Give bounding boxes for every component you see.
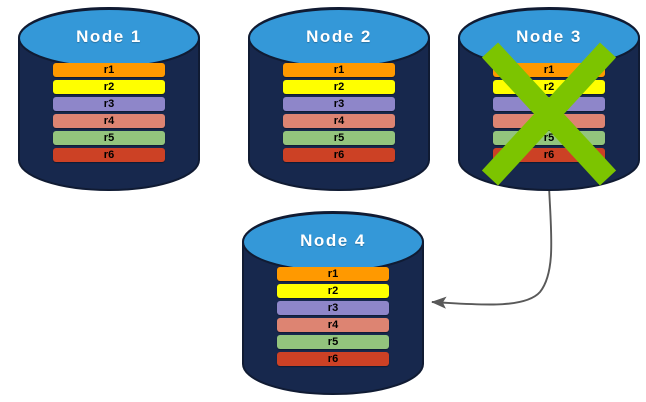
replica-row-list: r1 r2 r3 r4 r5 r6	[242, 267, 424, 369]
replica-row[interactable]: r1	[277, 267, 389, 281]
replication-arrow-path	[431, 185, 553, 309]
replica-row-label: r5	[103, 132, 115, 144]
replica-row[interactable]: r6	[277, 352, 389, 366]
replica-row[interactable]: r2	[283, 80, 395, 94]
replica-row-label: r3	[327, 302, 339, 314]
replica-row-label: r1	[543, 64, 555, 76]
replica-row[interactable]: r3	[277, 301, 389, 315]
replica-row[interactable]: r2	[493, 80, 605, 94]
replica-row-label: r1	[333, 64, 345, 76]
replica-row[interactable]: r6	[493, 148, 605, 162]
replica-row[interactable]: r5	[277, 335, 389, 349]
replica-row-label: r6	[543, 149, 555, 161]
replica-row[interactable]: r1	[53, 63, 165, 77]
replica-row[interactable]: r3	[53, 97, 165, 111]
replica-row[interactable]: r6	[53, 148, 165, 162]
replica-row[interactable]: r5	[493, 131, 605, 145]
replica-row-label: r2	[103, 81, 115, 93]
replica-row-label: r1	[327, 268, 339, 280]
replica-row-label: r4	[327, 319, 339, 331]
replica-row-label: r3	[333, 98, 345, 110]
replica-row[interactable]: r6	[283, 148, 395, 162]
replica-row-list: r1 r2 r3 r4 r5 r6	[18, 63, 200, 165]
cylinder-top-ellipse	[18, 8, 200, 68]
replica-row-label: r3	[543, 98, 555, 110]
replica-row[interactable]: r4	[277, 318, 389, 332]
replica-row[interactable]: r1	[493, 63, 605, 77]
replica-row-list: r1 r2 r3 r4 r5 r6	[248, 63, 430, 165]
cylinder-top-ellipse	[458, 8, 640, 68]
replica-row-label: r2	[333, 81, 345, 93]
replica-row[interactable]: r5	[53, 131, 165, 145]
cylinder-top-ellipse	[242, 212, 424, 272]
replica-row[interactable]: r3	[493, 97, 605, 111]
replica-row[interactable]: r2	[53, 80, 165, 94]
replica-row[interactable]: r4	[493, 114, 605, 128]
replica-row-label: r6	[327, 353, 339, 365]
replica-row[interactable]: r4	[283, 114, 395, 128]
replica-row[interactable]: r1	[283, 63, 395, 77]
replica-row-label: r2	[543, 81, 555, 93]
replica-row[interactable]: r2	[277, 284, 389, 298]
replica-row-label: r3	[103, 98, 115, 110]
replica-row-label: r4	[103, 115, 115, 127]
replica-row[interactable]: r4	[53, 114, 165, 128]
replica-row[interactable]: r5	[283, 131, 395, 145]
replica-row[interactable]: r3	[283, 97, 395, 111]
replica-row-label: r4	[333, 115, 345, 127]
replica-row-label: r5	[333, 132, 345, 144]
replica-row-list: r1 r2 r3 r4 r5 r6	[458, 63, 640, 165]
replica-row-label: r4	[543, 115, 555, 127]
replica-row-label: r1	[103, 64, 115, 76]
replica-row-label: r5	[543, 132, 555, 144]
cylinder-top-ellipse	[248, 8, 430, 68]
replica-row-label: r6	[103, 149, 115, 161]
replica-row-label: r2	[327, 285, 339, 297]
replica-row-label: r5	[327, 336, 339, 348]
replica-row-label: r6	[333, 149, 345, 161]
